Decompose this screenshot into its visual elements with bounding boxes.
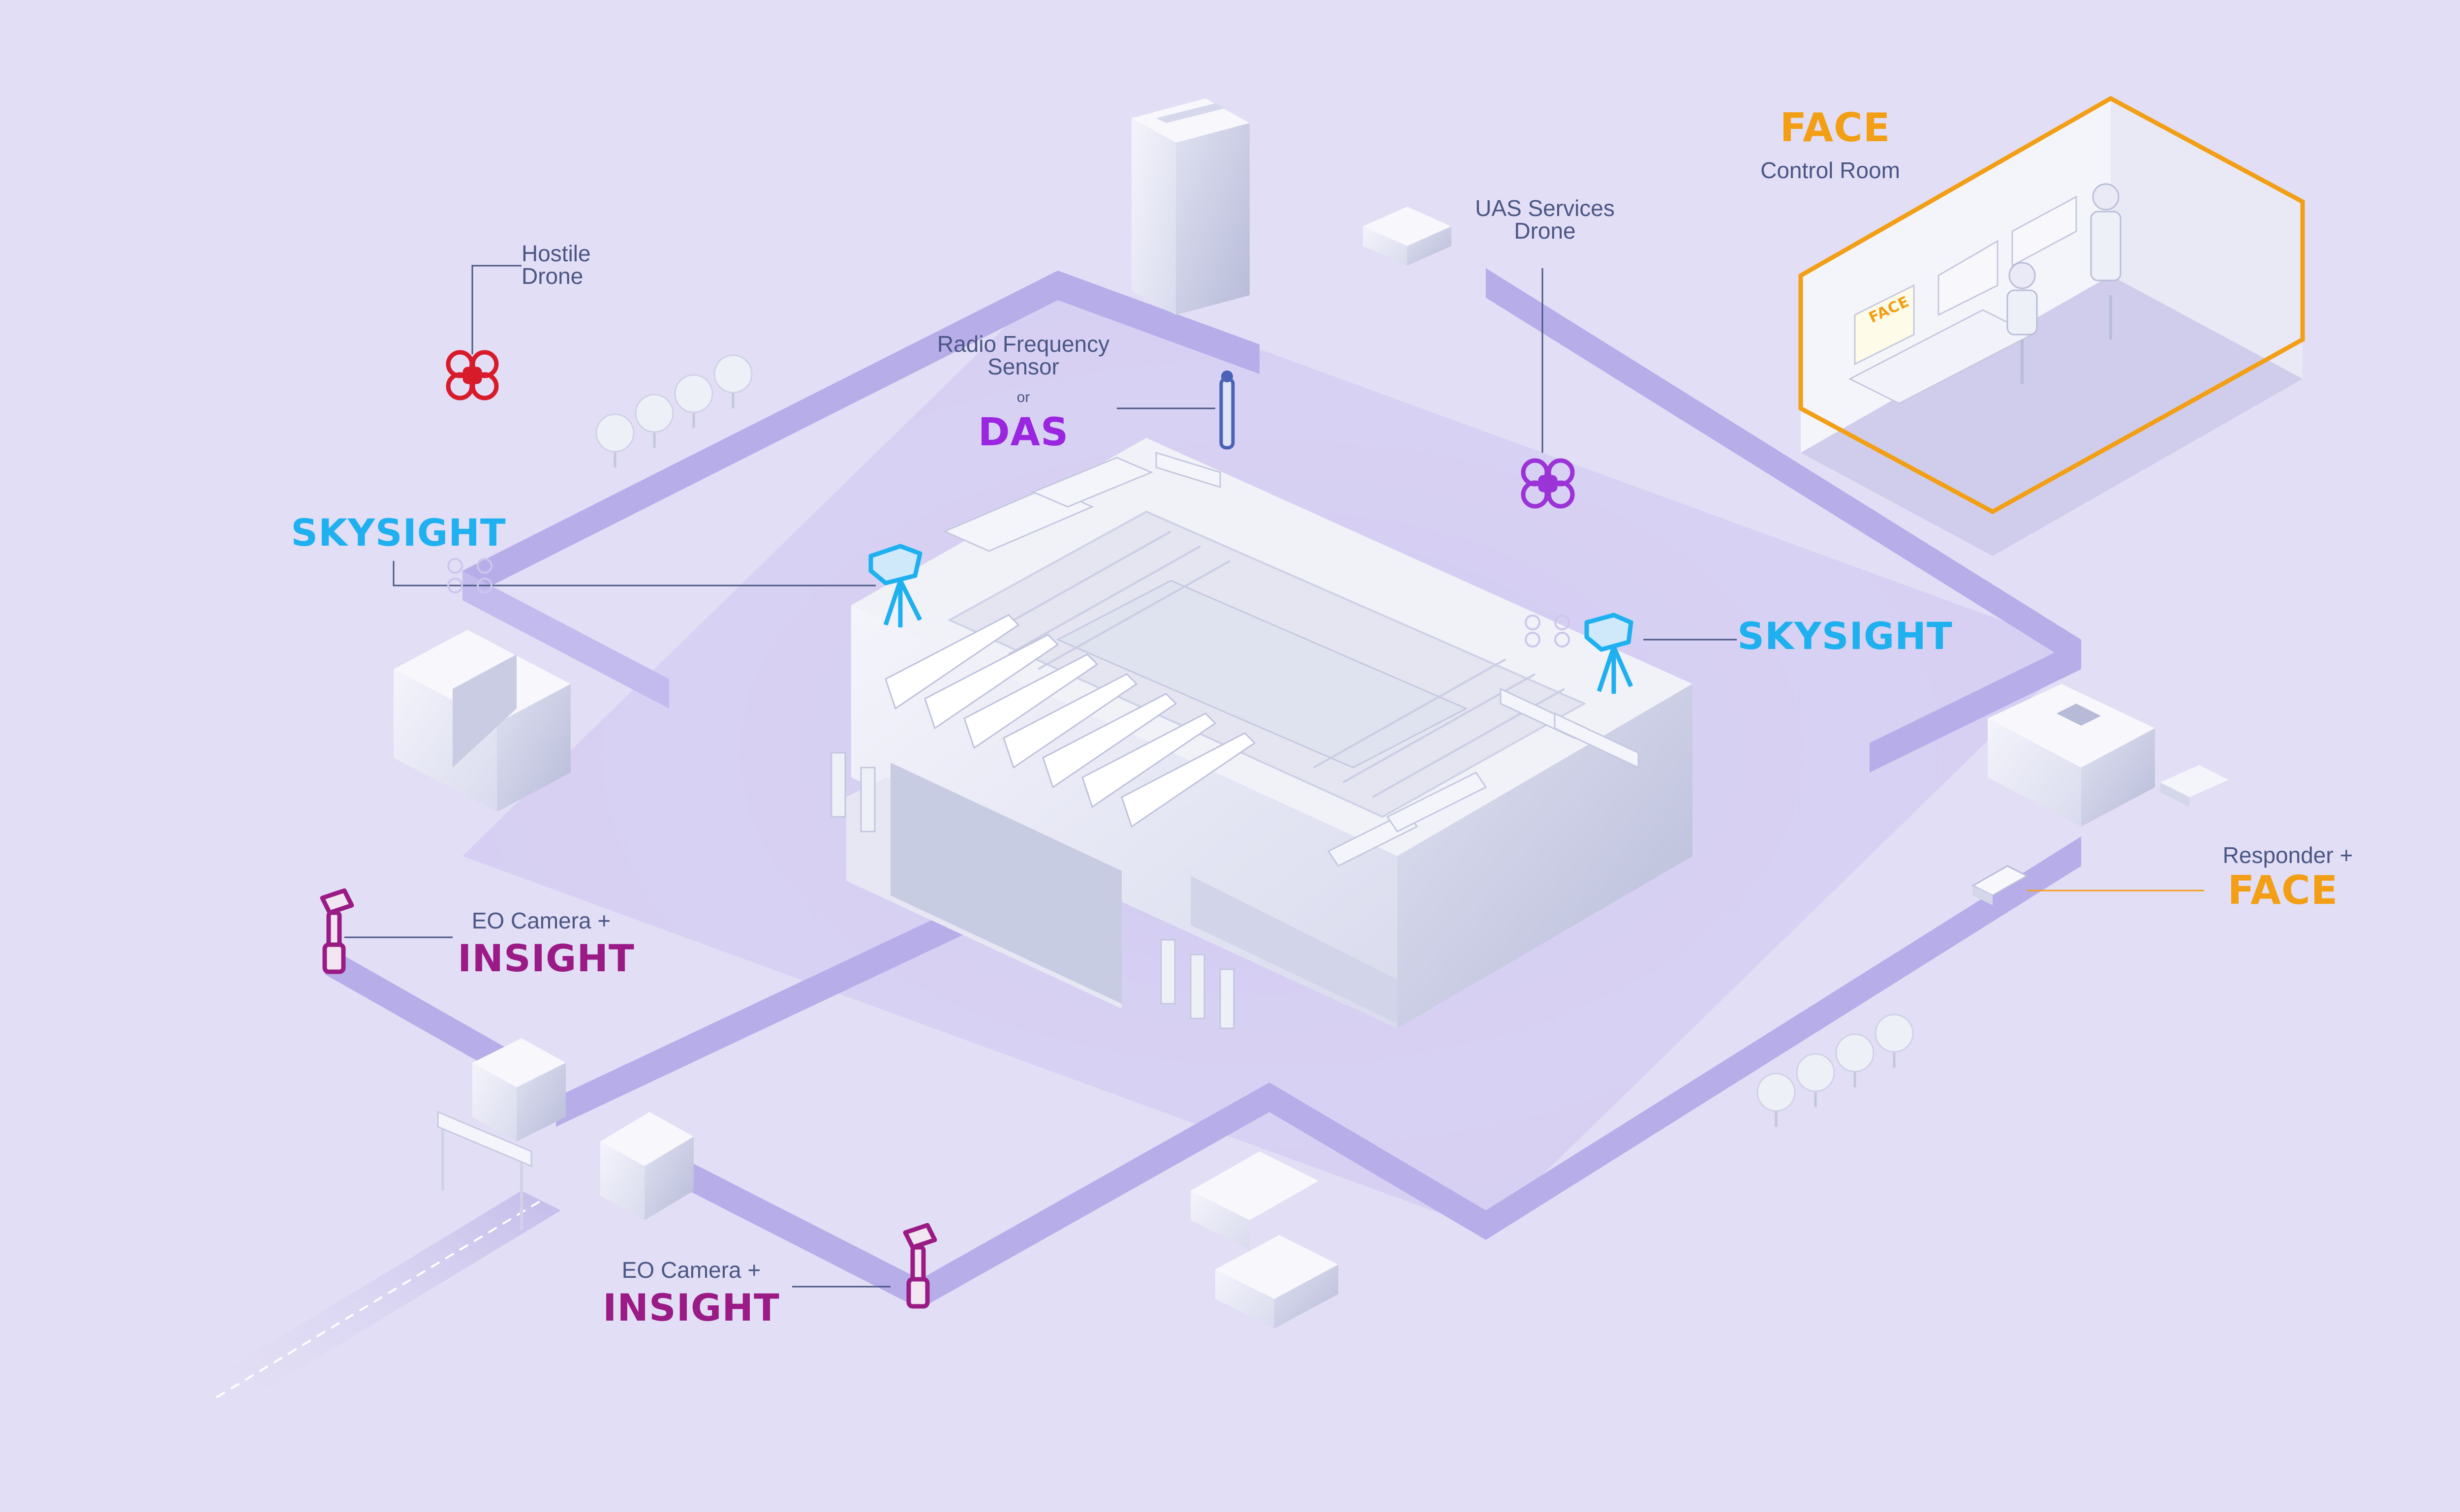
responder-label: Responder + bbox=[2222, 842, 2353, 868]
eo-camera-left-label: EO Camera + bbox=[471, 908, 611, 933]
control-room bbox=[1798, 95, 2305, 556]
hostile-drone-label-line2: Drone bbox=[522, 263, 584, 289]
eo-camera-bottom-label: EO Camera + bbox=[621, 1257, 761, 1283]
hostile-drone-label: Hostile Drone bbox=[522, 242, 591, 287]
trees-bottom-right bbox=[1756, 1014, 1914, 1127]
uas-drone-icon bbox=[1521, 458, 1575, 509]
das-label: DAS bbox=[978, 410, 1069, 455]
hostile-drone-label-line1: Hostile bbox=[522, 241, 591, 266]
skysight-right-label: SKYSIGHT bbox=[1737, 614, 1953, 658]
antenna-sensor-icon bbox=[1219, 370, 1235, 450]
small-block-top bbox=[1363, 207, 1451, 266]
faint-drone-icon bbox=[447, 558, 1570, 648]
face-control-title: FACE bbox=[1780, 105, 1891, 151]
rf-or-label: or bbox=[1016, 389, 1030, 405]
insight-left-label: INSIGHT bbox=[458, 936, 635, 980]
hostile-drone-icon bbox=[446, 350, 499, 401]
road bbox=[197, 1111, 561, 1407]
uas-drone-label-line1: UAS Services bbox=[1475, 195, 1615, 221]
left-building bbox=[394, 630, 571, 812]
tower-building bbox=[1132, 98, 1250, 315]
uas-drone-label: UAS Services Drone bbox=[1437, 197, 1653, 242]
radar-tripod-icon-right bbox=[1584, 613, 1633, 694]
skysight-left-label: SKYSIGHT bbox=[291, 511, 506, 555]
rf-sensor-label: Radio Frequency Sensor bbox=[915, 333, 1132, 378]
camera-pole-icon-bottom bbox=[903, 1223, 937, 1309]
stadium-building bbox=[830, 438, 1692, 1029]
trees-top-left bbox=[595, 354, 753, 467]
insight-bottom-label: INSIGHT bbox=[603, 1286, 780, 1329]
rf-sensor-label-line2: Sensor bbox=[987, 354, 1059, 379]
radar-tripod-icon-left bbox=[868, 544, 922, 627]
control-room-label: Control Room bbox=[1760, 157, 1900, 183]
responder-face-label: FACE bbox=[2227, 867, 2338, 913]
responder-vehicle bbox=[1971, 865, 2029, 905]
rf-sensor-label-line1: Radio Frequency bbox=[937, 331, 1110, 357]
cube-left-a bbox=[472, 1038, 566, 1142]
stepped-building bbox=[1191, 1151, 1338, 1328]
leader-lines bbox=[344, 265, 2204, 1288]
right-building bbox=[1988, 684, 2229, 827]
cube-left-b bbox=[600, 1112, 694, 1220]
uas-drone-label-line2: Drone bbox=[1514, 218, 1576, 244]
camera-pole-icon-left bbox=[320, 888, 354, 974]
